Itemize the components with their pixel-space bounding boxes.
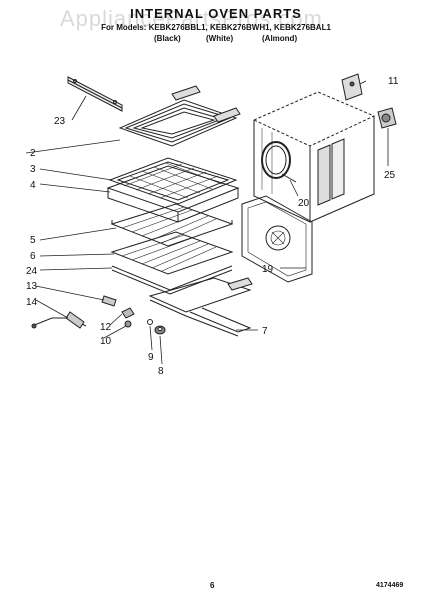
callout-12: 12: [100, 322, 112, 333]
callout-7: 7: [262, 326, 268, 337]
color-black-label: (Black): [154, 34, 181, 43]
callout-19: 19: [262, 264, 274, 275]
callout-numbers: 23 2 3 4 5 6 24 13 14 12 10 9 8 7 19 20 …: [26, 76, 399, 377]
part-2-broil-element: [118, 85, 241, 147]
part-11-bracket: [341, 73, 363, 101]
part-8-knob: [154, 325, 166, 335]
part-9-washer: [147, 319, 153, 325]
callout-24: 24: [26, 266, 38, 277]
part-3-broil-grid: [108, 157, 238, 205]
callout-23: 23: [54, 116, 66, 127]
callout-4: 4: [30, 180, 36, 191]
part-19-fan-cover: [241, 195, 313, 283]
callout-3: 3: [30, 164, 36, 175]
model-list: For Models: KEBK276BBL1, KEBK276BWH1, KE…: [101, 23, 331, 32]
color-white-label: (White): [206, 34, 234, 43]
part-25-fan-motor: [377, 107, 397, 129]
part-6-oven-rack: [110, 231, 234, 275]
part-7-bake-element: [148, 277, 253, 337]
callout-5: 5: [30, 235, 36, 246]
oven-cavity: [252, 91, 376, 223]
callout-13: 13: [26, 281, 38, 292]
document-code: 4174469: [376, 582, 404, 589]
callout-8: 8: [158, 366, 164, 377]
watermark: AppliancePartsPros.com: [60, 6, 323, 31]
part-14-sensor: [31, 311, 87, 329]
callout-11: 11: [388, 76, 399, 87]
color-almond-label: (Almond): [262, 34, 298, 43]
callout-14: 14: [26, 297, 38, 308]
part-13-clip: [101, 295, 117, 307]
page-number: 6: [210, 581, 215, 590]
page-title: INTERNAL OVEN PARTS: [130, 6, 302, 21]
callout-25: 25: [384, 170, 396, 181]
part-12-bracket: [121, 307, 135, 319]
leader-lines: [25, 80, 389, 365]
callout-20: 20: [298, 198, 310, 209]
part-20-convection-element: [261, 141, 297, 183]
callout-2: 2: [30, 148, 36, 159]
callout-9: 9: [148, 352, 154, 363]
part-5-oven-rack: [110, 203, 234, 247]
callout-10: 10: [100, 336, 112, 347]
callout-6: 6: [30, 251, 36, 262]
part-10-screw: [124, 320, 132, 328]
part-23-bracket: [67, 76, 123, 112]
